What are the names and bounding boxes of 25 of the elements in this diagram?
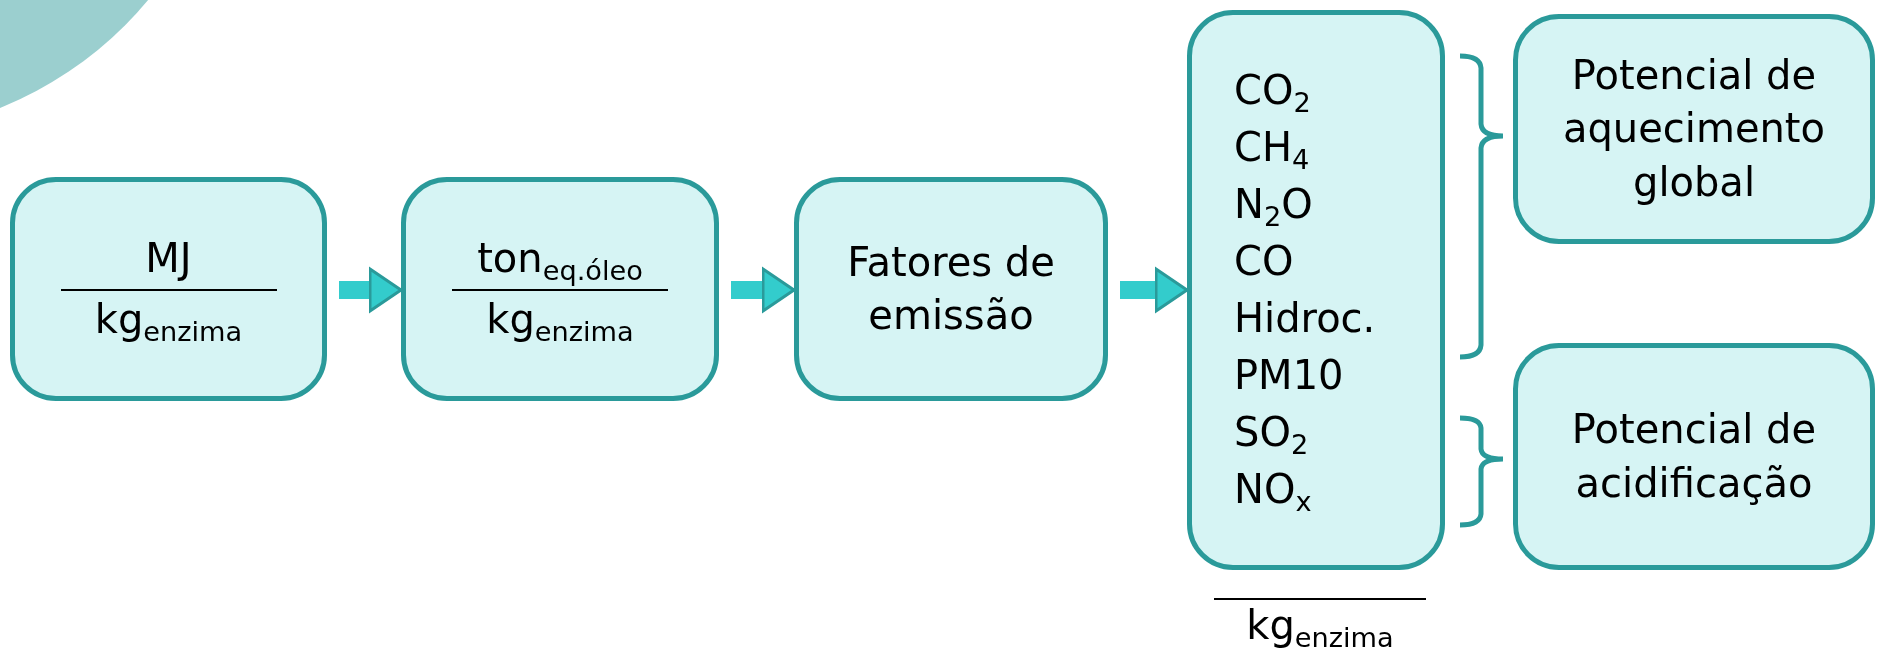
denominator-text: kg$_{enzima}$ — [1246, 602, 1394, 648]
box-label: Fatores de emissão — [846, 237, 1056, 340]
denominator-text: kg$_{enzima}$ — [486, 295, 634, 347]
formula-text: PM10 — [1234, 351, 1344, 400]
formula-text: CH$_{4}$ — [1234, 123, 1310, 176]
formula-text: NO$_{x}$ — [1234, 465, 1312, 518]
rounded-box — [1513, 14, 1875, 244]
rounded-box — [10, 177, 327, 401]
formula-text: N$_{2}$O — [1234, 180, 1313, 233]
block-arrow — [731, 267, 796, 313]
formula-text: CO — [1234, 237, 1294, 286]
rounded-box — [794, 177, 1108, 401]
numerator-text: MJ — [145, 233, 192, 283]
formula-text: CO$_{2}$ — [1234, 66, 1311, 119]
block-arrow — [339, 267, 403, 313]
rounded-box — [1187, 10, 1445, 570]
block-arrow — [1120, 267, 1189, 313]
formula-text: Hidroc. — [1234, 294, 1376, 343]
box-label: Potencial de aquecimento global — [1561, 51, 1827, 207]
rounded-box — [401, 177, 719, 401]
rounded-box — [1513, 343, 1875, 570]
formula-text: SO$_{2}$ — [1234, 408, 1309, 461]
denominator-text: kg$_{enzima}$ — [94, 295, 243, 347]
numerator-text: ton$_{eq.óleo}$ — [477, 233, 643, 285]
box-label: Potencial de acidificação — [1570, 405, 1818, 508]
